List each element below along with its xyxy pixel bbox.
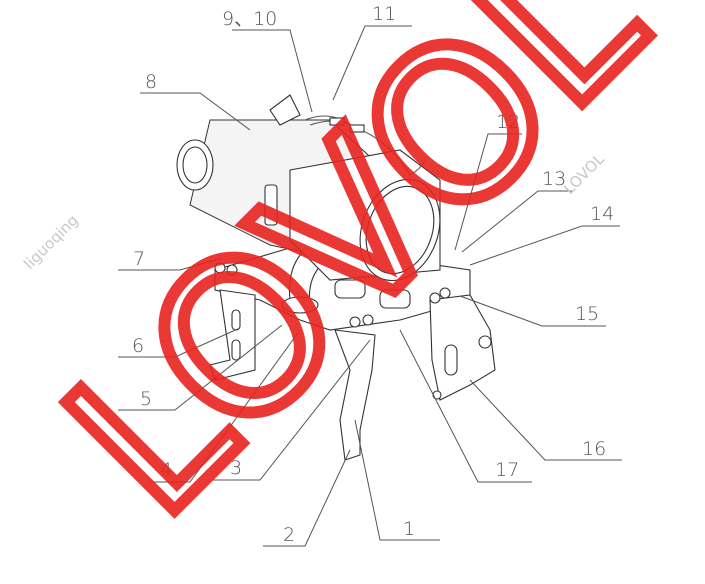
leader-lines [118, 25, 622, 547]
label-13: 13 [542, 168, 566, 190]
label-16: 16 [582, 438, 606, 460]
label-14: 14 [590, 203, 614, 225]
label-4: 4 [160, 459, 172, 481]
label-5: 5 [140, 388, 152, 410]
watermark-center: LOVOL [22, 0, 686, 560]
label-2: 2 [283, 524, 295, 546]
label-15: 15 [575, 303, 599, 325]
label-6: 6 [132, 335, 144, 357]
label-1: 1 [403, 518, 415, 540]
label-9-10: 9、10 [222, 8, 277, 30]
watermark-left: liguoqing [20, 211, 82, 273]
label-3: 3 [230, 457, 242, 479]
label-12: 12 [496, 111, 520, 133]
label-7: 7 [133, 248, 145, 270]
label-17: 17 [495, 459, 519, 481]
muffler-body [176, 94, 441, 282]
label-11: 11 [372, 3, 396, 25]
label-8: 8 [145, 71, 157, 93]
